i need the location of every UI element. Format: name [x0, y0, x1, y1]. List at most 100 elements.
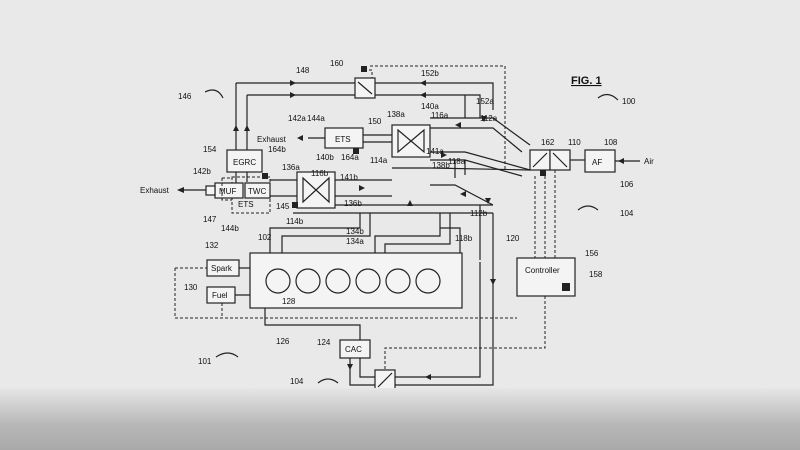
controller-memory — [562, 283, 570, 291]
leader-100 — [597, 93, 619, 101]
ref-number: 142b — [193, 167, 211, 176]
ref-number: 144b — [221, 224, 239, 233]
turbo-lower-turbine — [302, 176, 317, 204]
ref-number: 124 — [317, 338, 331, 347]
ref-number: 162 — [541, 138, 555, 147]
ref-number: 116a — [431, 111, 449, 120]
spark-label: Spark — [211, 264, 233, 273]
flow-arrow — [441, 152, 447, 158]
signal-controller-throttle — [534, 170, 556, 258]
flow-arrow — [177, 187, 184, 193]
ref-number: 110 — [568, 138, 581, 147]
ref-number: 144a — [307, 114, 325, 123]
ref-number: 132 — [205, 241, 219, 250]
ref-number: 148 — [296, 66, 310, 75]
leader-101 — [215, 352, 239, 358]
ref-number: 112a — [480, 114, 498, 123]
ref-number: 136b — [344, 199, 362, 208]
cylinder — [295, 268, 321, 294]
ref-number: 152b — [421, 69, 439, 78]
flow-arrow — [407, 200, 413, 206]
ref-number: 154 — [203, 145, 217, 154]
lower-rails — [392, 167, 493, 206]
ref-number: 150 — [368, 117, 382, 126]
ref-number: 138a — [387, 110, 405, 119]
air-label: Air — [644, 157, 654, 166]
ref-number: 138b — [432, 161, 450, 170]
spark-fuel-links — [235, 267, 250, 296]
flow-arrow — [297, 135, 303, 141]
ref-number: 140a — [421, 102, 439, 111]
cac-valve-blade — [377, 372, 393, 388]
flow-arrow — [485, 198, 491, 204]
signal-cac-valve — [384, 296, 546, 370]
throttle-blade-b — [552, 152, 568, 168]
ref-number: 145 — [276, 202, 290, 211]
intake-upper-edge — [430, 117, 531, 146]
cylinder — [265, 268, 291, 294]
ets-upper-label: ETS — [335, 135, 351, 144]
turbo-lower-out — [335, 179, 392, 197]
ref-number: 140b — [316, 153, 334, 162]
flow-arrow — [618, 158, 624, 164]
ref-number: 118b — [455, 234, 473, 243]
turbo-upper-turbine — [397, 128, 412, 154]
ref-number: 134b — [346, 227, 364, 236]
flow-arrow — [233, 125, 239, 131]
turbo-lower-compressor — [315, 176, 330, 204]
flow-arrow — [290, 92, 296, 98]
egr-valve-signal — [364, 69, 373, 78]
ref-number: 120 — [506, 234, 520, 243]
egrc-label: EGRC — [233, 158, 256, 167]
ref-number: 104 — [620, 209, 634, 218]
flow-arrow — [347, 364, 353, 370]
cylinder — [325, 268, 351, 294]
ref-number: 126 — [276, 337, 290, 346]
ref-number: 141b — [340, 173, 358, 182]
flow-arrow — [455, 122, 461, 128]
flow-arrow — [244, 125, 250, 131]
cylinder — [385, 268, 411, 294]
egr-loop — [233, 66, 494, 185]
lower-converge — [429, 167, 531, 206]
egr-valve-actuator — [361, 66, 367, 72]
ref-100: 100 — [622, 97, 636, 106]
cylinder — [415, 268, 441, 294]
signal-egr-valve — [370, 65, 506, 170]
throttle-blade — [532, 152, 548, 168]
egr-inner-top-right — [375, 94, 481, 110]
ref-number: 146 — [178, 92, 192, 101]
sensor-164b — [262, 173, 268, 179]
fuel-label: Fuel — [212, 291, 228, 300]
intake-lower-edge-a — [430, 151, 531, 171]
cylinder — [355, 268, 381, 294]
figure-title: FIG. 1 — [571, 75, 602, 87]
ref-number: 147 — [203, 215, 217, 224]
runner-134b — [269, 213, 371, 253]
cac-block — [339, 339, 371, 359]
flow-arrow — [359, 185, 365, 191]
ref-number: 102 — [258, 233, 272, 242]
cac-return — [395, 262, 494, 386]
signal-egrc — [221, 177, 232, 201]
leader-104-right — [577, 205, 599, 211]
control-signals — [174, 65, 556, 370]
runner-118b — [440, 227, 461, 253]
throttle-actuator — [540, 170, 546, 176]
controller-label: Controller — [525, 266, 560, 275]
ets-lower-label: ETS — [238, 200, 254, 209]
tailpipe-stub — [205, 185, 216, 196]
ref-number: 118a — [448, 157, 466, 166]
ref-number: 101 — [198, 357, 212, 366]
ref-number: 136a — [282, 163, 300, 172]
ref-number: 128 — [282, 297, 296, 306]
flow-arrow — [481, 116, 487, 122]
intake-upper-inner — [430, 127, 523, 153]
ref-number: 164b — [268, 145, 286, 154]
ets-upper-connect — [308, 134, 392, 143]
ref-number: 152a — [476, 97, 494, 106]
ref-number: 104 — [290, 377, 304, 386]
engine — [249, 213, 463, 309]
